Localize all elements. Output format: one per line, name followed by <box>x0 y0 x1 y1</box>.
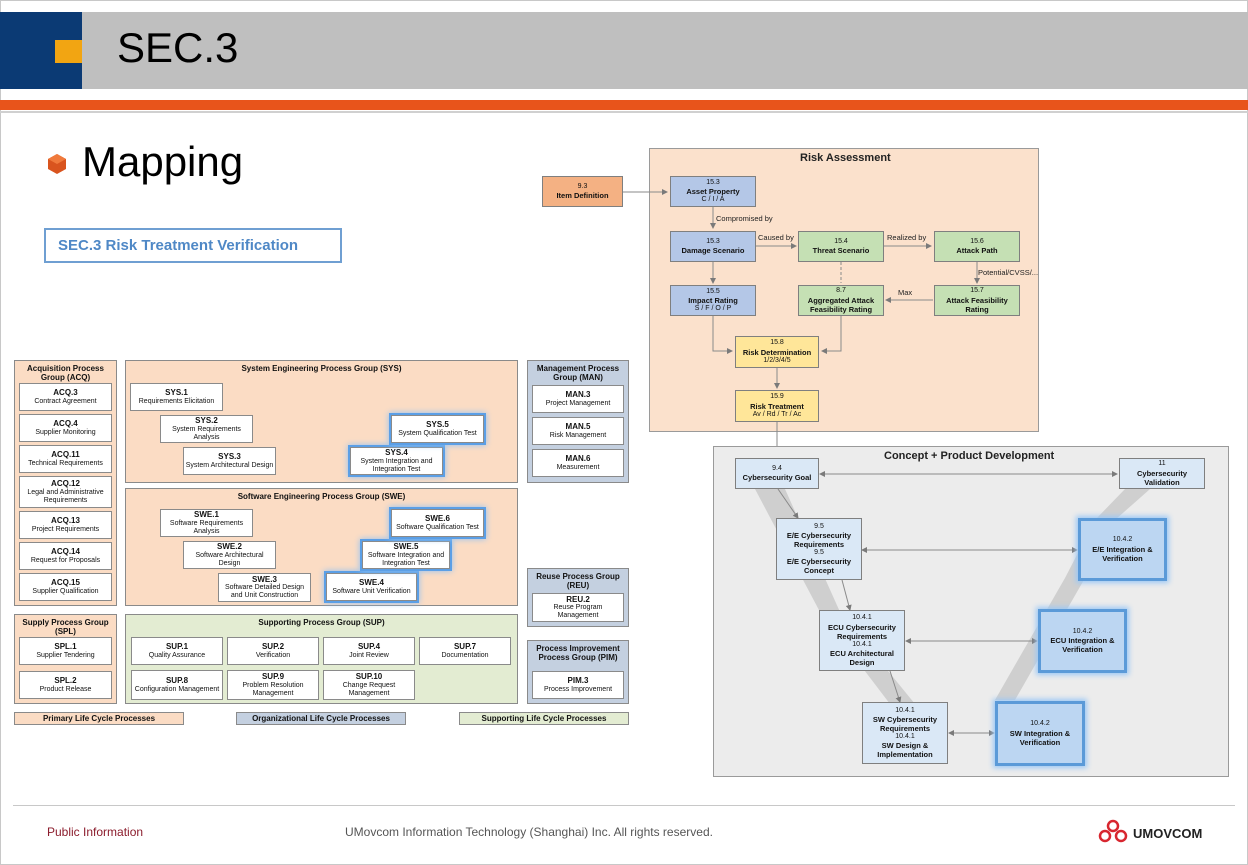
legend-primary: Primary Life Cycle Processes <box>14 712 184 725</box>
concept-product-panel <box>713 446 1229 777</box>
header-rule-gray <box>0 111 1248 113</box>
man-title: Management Process Group (MAN) <box>536 364 620 383</box>
sup-title: Supporting Process Group (SUP) <box>258 618 385 627</box>
section-heading: Mapping <box>82 138 244 185</box>
header-bar <box>82 12 1248 89</box>
risk-assessment-title: Risk Assessment <box>800 152 891 164</box>
umovcom-logo-icon <box>1098 819 1128 843</box>
legend-supporting: Supporting Life Cycle Processes <box>459 712 629 725</box>
spl-title: Supply Process Group (SPL) <box>22 618 109 637</box>
footer-copyright: UMovcom Information Technology (Shanghai… <box>345 825 713 839</box>
label-caused-by: Caused by <box>758 233 794 242</box>
label-realized-by: Realized by <box>887 233 927 242</box>
slide-title: SEC.3 <box>117 24 239 71</box>
swe-title: Software Engineering Process Group (SWE) <box>237 492 406 501</box>
header-rule-orange <box>0 100 1248 110</box>
footer-classification: Public Information <box>47 825 144 839</box>
label-potential: Potential/CVSS/... <box>978 268 1039 277</box>
label-max: Max <box>898 288 913 297</box>
acq-title: Acquisition Process Group (ACQ) <box>27 364 104 383</box>
header-accent-square <box>55 40 82 63</box>
footer-brand: UMOVCOM <box>1133 826 1203 841</box>
section-subtitle: SEC.3 Risk Treatment Verification <box>44 228 342 263</box>
reu-title: Reuse Process Group (REU) <box>536 572 620 591</box>
label-compromised-by: Compromised by <box>716 214 773 223</box>
concept-title: Concept + Product Development <box>884 450 1055 462</box>
sys-title: System Engineering Process Group (SYS) <box>241 364 402 373</box>
legend-organizational: Organizational Life Cycle Processes <box>236 712 406 725</box>
footer-divider <box>13 805 1235 806</box>
hexagon-bullet-icon <box>48 154 66 174</box>
pim-title: Process Improvement Process Group (PIM) <box>536 644 620 663</box>
